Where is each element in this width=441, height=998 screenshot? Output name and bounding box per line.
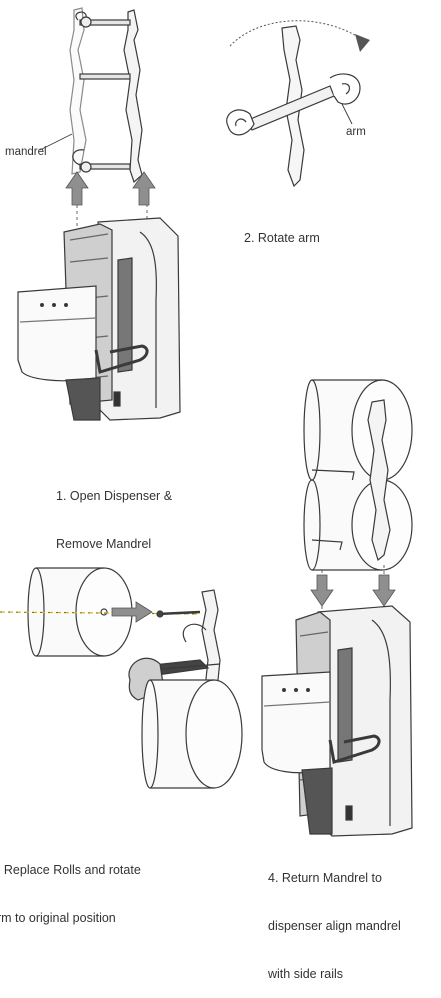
step-2-line-1: 2. Rotate arm	[244, 231, 320, 245]
step-3-caption: 3. Replace Rolls and rotate arm to origi…	[0, 830, 141, 942]
down-arrow-icon	[372, 574, 396, 607]
step-1-line-2: Remove Mandrel	[56, 537, 152, 551]
rolls-stack	[303, 379, 413, 571]
up-arrow-icon	[132, 171, 156, 206]
mandrel-assembly-top	[69, 7, 143, 184]
step-4-caption: 4. Return Mandrel to dispenser align man…	[268, 838, 401, 998]
rotation-arrow-icon	[355, 34, 370, 52]
instruction-diagram	[0, 7, 413, 837]
insert-arrow-icon	[111, 601, 153, 623]
dispenser-open	[17, 217, 181, 421]
step-2-caption: 2. Rotate arm	[244, 198, 320, 262]
step-3-line-1: 3. Replace Rolls and rotate	[0, 863, 141, 877]
rotate-arm-diagram	[226, 20, 370, 188]
down-arrow-icon	[310, 574, 334, 607]
step-4-line-1: 4. Return Mandrel to	[268, 871, 382, 885]
step-3-line-2: arm to original position	[0, 911, 116, 925]
step-4-line-2: dispenser align mandrel	[268, 919, 401, 933]
step-1-caption: 1. Open Dispenser & Remove Mandrel	[56, 456, 172, 568]
dispenser-with-roll	[128, 589, 243, 789]
step-4-line-3: with side rails	[268, 967, 344, 981]
dispenser-open-step4	[261, 605, 413, 837]
step-1-line-1: 1. Open Dispenser &	[56, 489, 173, 503]
arm-label: arm	[346, 126, 366, 138]
up-arrow-icon	[65, 171, 89, 206]
mandrel-label: mandrel	[5, 146, 47, 158]
